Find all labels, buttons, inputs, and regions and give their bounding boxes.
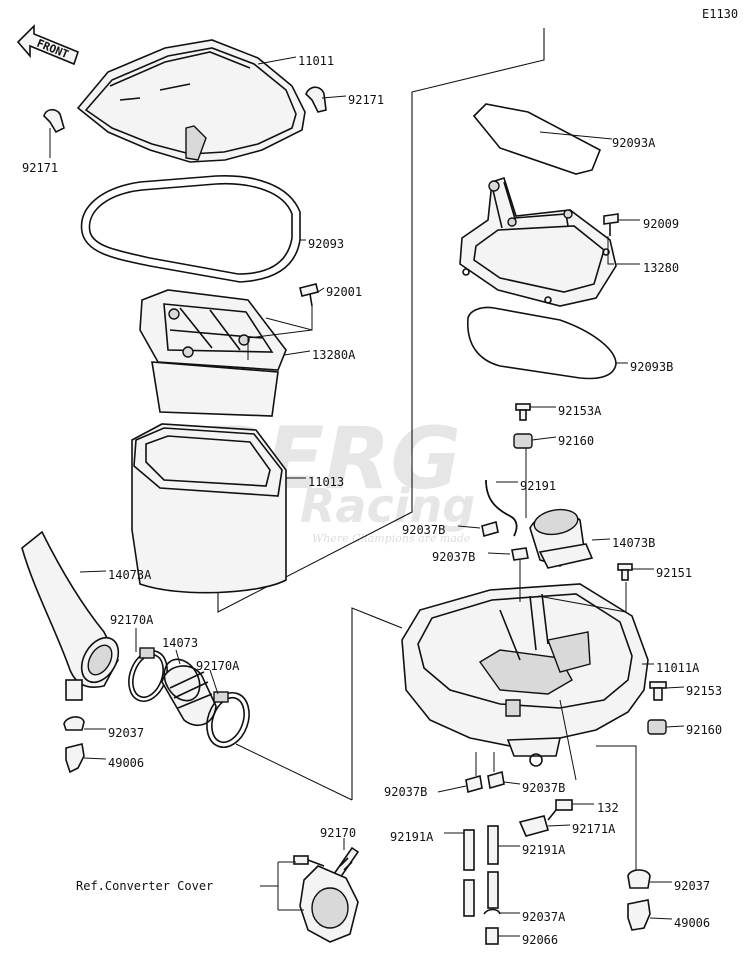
air-box-housing-11011A-part	[401, 583, 649, 767]
hose-92191A-right-part	[487, 825, 499, 909]
part-label-92171-b: 92171	[22, 161, 58, 175]
hose-92191A-left-part	[463, 829, 475, 917]
part-label-92066: 92066	[522, 933, 558, 947]
part-label-132: 132	[597, 801, 619, 815]
part-label-11013: 11013	[308, 475, 344, 489]
converter-cover-part	[293, 855, 359, 943]
clip-92037B-b-part	[511, 547, 529, 561]
bolt-92151-part	[617, 563, 633, 581]
diagram-code: E1130	[702, 7, 738, 21]
clamp-92170A-right-part	[206, 691, 250, 748]
part-label-92037A: 92037A	[522, 910, 566, 924]
gasket-92093-part	[80, 175, 301, 283]
clip-92171A-part	[518, 815, 549, 837]
part-label-92160-b: 92160	[686, 723, 722, 737]
part-label-92170A-a: 92170A	[110, 613, 154, 627]
part-label-92160-a: 92160	[558, 434, 594, 448]
part-label-11011: 11011	[298, 54, 334, 68]
holder-13280-part	[459, 176, 617, 307]
bolt-92170-part	[332, 846, 360, 880]
front-label: FRONT	[35, 37, 71, 62]
clip-92171-left-part	[43, 108, 65, 134]
part-label-92093A: 92093A	[612, 136, 656, 150]
air-cleaner-cover-part	[76, 39, 306, 163]
part-label-14073A: 14073A	[108, 568, 152, 582]
part-label-92037B-b: 92037B	[432, 550, 475, 564]
front-arrow-icon: FRONT	[16, 24, 79, 66]
bolt-92153A-part	[515, 403, 531, 421]
part-label-92009: 92009	[643, 217, 679, 231]
part-label-92037-r: 92037	[674, 879, 710, 893]
part-label-92153A: 92153A	[558, 404, 602, 418]
part-label-92191: 92191	[520, 479, 556, 493]
clip-92037B-c-part	[465, 774, 483, 794]
section-frame	[217, 28, 545, 800]
part-label-92153: 92153	[686, 684, 722, 698]
grommet-92160-bottom-part	[647, 719, 667, 735]
part-label-49006-r: 49006	[674, 916, 710, 930]
hose-14073-part	[161, 658, 217, 727]
clamp-92037-right-part	[627, 869, 651, 889]
filter-element-11013-part	[131, 423, 287, 594]
part-label-92037B-c: 92037B	[384, 785, 427, 799]
part-label-14073B: 14073B	[612, 536, 655, 550]
plug-92066-part	[485, 927, 499, 945]
clip-92171-right-part	[305, 86, 327, 113]
clip-92037B-a-part	[481, 520, 499, 538]
part-label-92037B-a: 92037B	[402, 523, 445, 537]
part-number-labels: 11011 92171 92171 92093 92001 13280A 11013 1407…	[22, 54, 722, 947]
part-label-92151: 92151	[656, 566, 692, 580]
part-label-92191A-b: 92191A	[522, 843, 566, 857]
part-label-92093B: 92093B	[630, 360, 673, 374]
bolt-92001-part	[299, 283, 319, 307]
leader-lines	[49, 56, 685, 937]
gasket-92093B-part	[467, 306, 617, 380]
part-label-49006-l: 49006	[108, 756, 144, 770]
intake-duct-14073A-part	[21, 530, 120, 701]
grommet-92160-top-part	[513, 433, 533, 449]
cap-49006-right-part	[627, 899, 651, 931]
bolt-92153-part	[649, 681, 667, 701]
elbow-14073B-part	[529, 508, 594, 569]
hose-92191-part	[485, 479, 518, 537]
clamp-92037-left-part	[63, 716, 85, 731]
part-label-92037B-d: 92037B	[522, 781, 565, 795]
part-label-14073: 14073	[162, 636, 198, 650]
part-label-92170: 92170	[320, 826, 356, 840]
bolt-92009-part	[603, 213, 619, 236]
filter-holder-13280A-part	[139, 289, 287, 417]
part-label-92191A-a: 92191A	[390, 830, 434, 844]
bolt-132-part	[547, 799, 573, 821]
watermark-tagline: Where Champions are made	[312, 532, 471, 545]
cap-49006-left-part	[65, 743, 85, 774]
part-label-13280A: 13280A	[312, 348, 356, 362]
clip-92037A-part	[483, 908, 501, 915]
part-label-92037-l: 92037	[108, 726, 144, 740]
gasket-92093A-part	[472, 103, 602, 175]
part-label-92171A: 92171A	[572, 822, 616, 836]
ref-converter-cover-note: Ref.Converter Cover	[76, 879, 213, 893]
part-label-92093: 92093	[308, 237, 344, 251]
clip-92037B-d-part	[487, 770, 505, 790]
part-label-92171-a: 92171	[348, 93, 384, 107]
part-label-92001: 92001	[326, 285, 362, 299]
part-label-13280: 13280	[643, 261, 679, 275]
part-label-11011A: 11011A	[656, 661, 700, 675]
part-label-92170A-b: 92170A	[196, 659, 240, 673]
